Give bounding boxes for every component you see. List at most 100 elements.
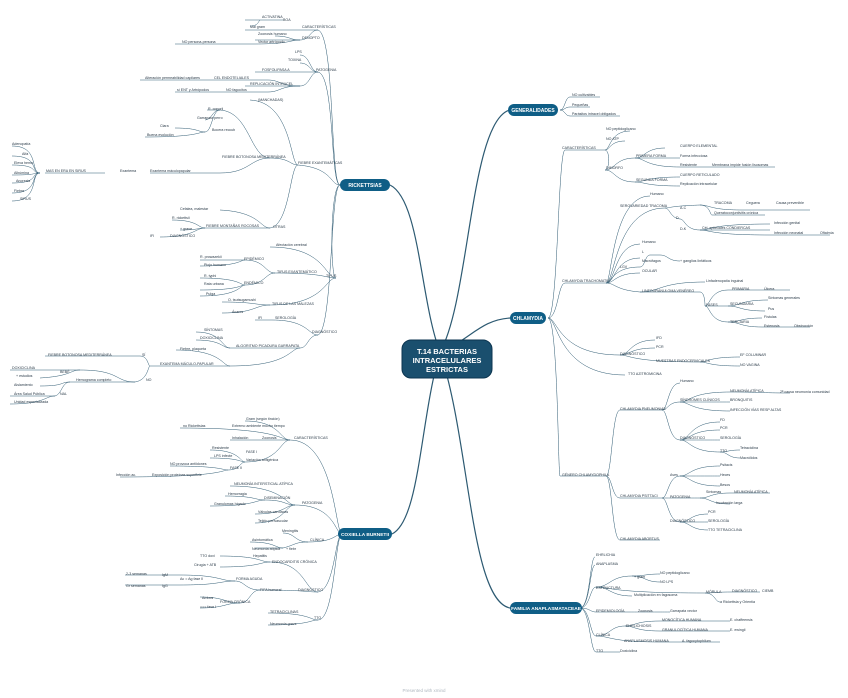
topic-label[interactable]: Humano xyxy=(650,192,664,196)
topic-label[interactable]: Rata urbana xyxy=(204,282,224,286)
topic-label[interactable]: Ceguera xyxy=(746,201,760,205)
topic-label[interactable]: Vector artrópodo xyxy=(258,40,285,44)
topic-label[interactable]: Gram (según tinción) xyxy=(246,417,280,421)
topic-label[interactable]: R. typhi xyxy=(204,274,216,278)
topic-label[interactable]: DIAGNÓSTICO xyxy=(680,435,705,440)
topic-label[interactable]: R. prowazekii xyxy=(200,255,222,259)
topic-label[interactable]: Síntomas xyxy=(706,490,721,494)
branch-node-anaplasmataceae[interactable]: FAMILIA ANAPLASMATACEAE xyxy=(510,602,582,614)
topic-label[interactable]: IFI xyxy=(150,234,154,238)
topic-label[interactable]: Obstrucción xyxy=(794,324,813,328)
topic-label[interactable]: a Rickettsia y Orientia xyxy=(720,600,755,604)
topic-label[interactable]: ANAPLASMOSIS HUMANA xyxy=(624,639,669,643)
topic-label[interactable]: FIEBRE BOTONOSA MEDITERRÁNEA xyxy=(48,353,112,357)
topic-label[interactable]: Anorexia xyxy=(16,179,30,183)
topic-label[interactable]: CUERPO ELEMENTAL xyxy=(680,144,717,148)
topic-label[interactable]: FOSFOLIPASA A xyxy=(262,68,290,72)
topic-label[interactable]: FIEBRE BOTONOSA MEDITERRÁNEA xyxy=(222,155,286,159)
topic-label[interactable]: NO peptidoglicano xyxy=(660,571,690,575)
topic-label[interactable]: Estenosis xyxy=(764,324,780,328)
topic-label[interactable]: FIEBRE MONTAÑAS ROCOSAS xyxy=(206,223,260,228)
topic-label[interactable]: GRANULOCÍTICA HUMANA xyxy=(662,628,709,632)
topic-label[interactable]: NO cultivables xyxy=(572,93,595,97)
topic-label[interactable]: Unidad especializada xyxy=(14,400,48,404)
topic-label[interactable]: Fiebre xyxy=(14,189,24,193)
topic-label[interactable]: + grave xyxy=(180,227,192,231)
topic-label[interactable]: NEUMONÍA INTERSTICIAL ATÍPICA xyxy=(234,482,294,486)
topic-label[interactable]: SECUNDARIA xyxy=(730,302,754,306)
topic-label[interactable]: E. chaffeensis xyxy=(730,618,753,622)
topic-label[interactable]: R. conorii xyxy=(208,107,223,111)
topic-label[interactable]: ENDOCARDITIS CRÓNICA xyxy=(272,559,317,564)
topic-label[interactable]: EPIDÉMICO xyxy=(244,256,264,261)
topic-label[interactable]: FORMA AGUDA xyxy=(236,577,263,581)
topic-label[interactable]: Cél. epiteliales CONDIERCAS xyxy=(702,226,751,230)
topic-label[interactable]: CARACTERÍSTICAS xyxy=(562,146,596,150)
topic-label[interactable]: IFI xyxy=(258,316,262,320)
topic-label[interactable]: TTO xyxy=(596,649,603,653)
topic-label[interactable]: NO provoca antiidones xyxy=(170,462,207,466)
topic-label[interactable]: Albúmina xyxy=(14,171,29,175)
topic-label[interactable]: DIAGNÓSTICO xyxy=(298,587,323,592)
topic-label[interactable]: Eleva hemo xyxy=(14,161,33,165)
topic-label[interactable]: + estudios xyxy=(16,374,33,378)
topic-label[interactable]: sí ENT y Artrópodos xyxy=(177,88,209,92)
topic-label[interactable]: Humano xyxy=(680,379,694,383)
topic-label[interactable]: Ácaros xyxy=(232,310,243,314)
topic-label[interactable]: Resistente xyxy=(212,446,229,450)
topic-label[interactable]: ANAPLASMA xyxy=(596,562,619,566)
branch-node-rickettsias[interactable]: RICKETTSIAS xyxy=(340,179,390,191)
topic-label[interactable]: Alteración permeabilidad capilares xyxy=(145,76,200,80)
topic-label[interactable]: Resistente xyxy=(680,163,697,167)
topic-label[interactable]: CIEMB xyxy=(762,589,774,593)
topic-label[interactable]: NO ATP xyxy=(606,137,620,141)
topic-label[interactable]: LPS xyxy=(295,50,302,54)
topic-label[interactable]: Heces xyxy=(720,473,730,477)
topic-label[interactable]: IgM xyxy=(162,573,168,577)
topic-label[interactable]: NAL xyxy=(60,392,67,396)
topic-label[interactable]: PATOGENIA xyxy=(316,68,337,72)
topic-label[interactable]: A. fagocytophilum xyxy=(682,639,711,643)
topic-label[interactable]: TTO TETRACICLINA xyxy=(708,528,743,532)
topic-label[interactable]: SEGUNDA FORMA xyxy=(636,178,668,182)
topic-label[interactable]: L xyxy=(642,250,644,254)
topic-label[interactable]: CHLAMYDIA PSITTACI xyxy=(620,494,658,498)
topic-label[interactable]: Infección genital xyxy=(774,221,800,225)
branch-node-chlamydia[interactable]: CHLAMYDIA xyxy=(510,312,546,324)
topic-label[interactable]: Oftalmía xyxy=(820,231,834,235)
topic-label[interactable]: PATOGENIA xyxy=(302,501,323,505)
center-node[interactable]: T.14 BACTERIAS INTRACELULARES ESTRICTAS xyxy=(401,339,493,379)
topic-label[interactable]: DIMORFO xyxy=(606,166,623,170)
topic-label[interactable]: + gram xyxy=(634,575,645,579)
topic-label[interactable]: Garrapata perro xyxy=(197,116,223,120)
topic-label[interactable]: DIAGNÓSTICO xyxy=(670,518,695,523)
topic-label[interactable]: CHLAMYDIA PNEUMONIAE xyxy=(620,407,667,411)
topic-label[interactable]: Área Salud Pública xyxy=(14,392,45,396)
topic-label[interactable]: NO xyxy=(146,378,152,382)
topic-label[interactable]: Variación antigénica xyxy=(246,458,278,462)
topic-label[interactable]: Gr semanas xyxy=(126,584,146,588)
topic-label[interactable]: LGV xyxy=(620,265,628,269)
topic-label[interactable]: Macrólidos xyxy=(740,456,758,460)
topic-label[interactable]: EF COLUMNAR xyxy=(740,353,767,357)
topic-label[interactable]: BEBÉ xyxy=(60,369,70,374)
topic-label[interactable]: PATOGENIA xyxy=(670,495,691,499)
topic-label[interactable]: CLÍNICA xyxy=(310,538,325,542)
topic-label[interactable]: Doxiciclina xyxy=(620,649,637,653)
topic-label[interactable]: 2ª causa neumonía comunidad xyxy=(780,390,829,394)
topic-label[interactable]: SEROVARIEDAD TRACOMA xyxy=(620,204,668,208)
topic-label[interactable]: FASES xyxy=(706,303,718,307)
topic-label[interactable]: Forma infecciosa xyxy=(680,154,707,158)
topic-label[interactable]: SÍ xyxy=(142,353,145,357)
topic-label[interactable]: Queratoconjuntivitis crónica xyxy=(714,211,758,215)
topic-label[interactable]: Ac = Ag fase II xyxy=(180,577,203,581)
topic-label[interactable]: Inhalación xyxy=(232,436,248,440)
topic-label[interactable]: TTO AZITROMICINA xyxy=(628,372,662,376)
topic-label[interactable]: TTO xyxy=(720,449,727,453)
topic-label[interactable]: TOXINA xyxy=(288,58,302,62)
topic-label[interactable]: === fase I xyxy=(200,605,216,609)
topic-label[interactable]: Bocera reccub xyxy=(212,128,235,132)
topic-label[interactable]: FASE II xyxy=(230,466,242,470)
topic-label[interactable]: Zoonosis humano xyxy=(258,32,287,36)
topic-label[interactable]: Zoonosis xyxy=(262,436,277,440)
